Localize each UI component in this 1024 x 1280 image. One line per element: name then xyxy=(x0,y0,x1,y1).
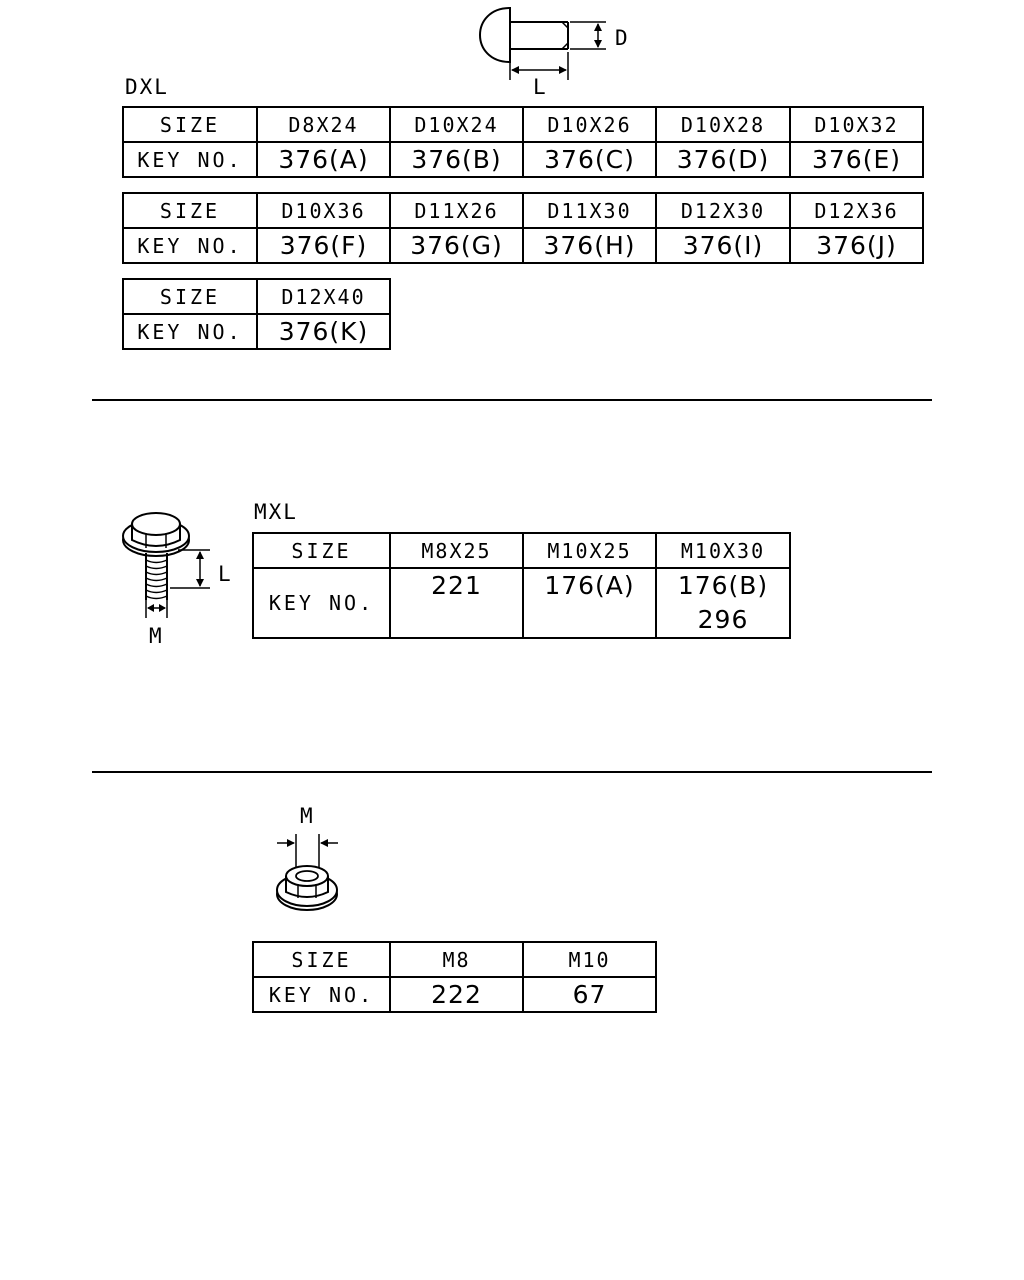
dimension-l-label: L xyxy=(533,75,548,99)
dimension-l-label: L xyxy=(218,562,233,586)
key-number-cell: 221 xyxy=(389,567,524,639)
rivet-diagram xyxy=(479,6,606,80)
key-number-cell: 376(A) xyxy=(256,141,391,178)
size-cell: D11X30 xyxy=(522,192,657,229)
key-number-cell: 376(C) xyxy=(522,141,657,178)
key-number-cell: 67 xyxy=(522,976,657,1013)
key-number-value: 176(A) xyxy=(544,571,635,600)
key-number-header: KEY NO. xyxy=(252,567,391,639)
key-number-cell: 176(B) 296 xyxy=(655,567,791,639)
key-number-cell: 376(D) xyxy=(655,141,791,178)
size-header: SIZE xyxy=(122,106,258,143)
key-number-cell: 376(G) xyxy=(389,227,524,264)
key-number-value: 296 xyxy=(697,605,749,634)
size-cell: D12X30 xyxy=(655,192,791,229)
size-cell: M10X30 xyxy=(655,532,791,569)
key-number-cell: 376(K) xyxy=(256,313,391,350)
key-number-header: KEY NO. xyxy=(122,141,258,178)
key-number-header: KEY NO. xyxy=(252,976,391,1013)
rivet-size-table-1: SIZE D8X24 D10X24 D10X26 D10X28 D10X32 K… xyxy=(122,106,924,178)
size-cell: D12X40 xyxy=(256,278,391,315)
section-divider xyxy=(92,399,932,401)
dimension-m-label: M xyxy=(300,804,315,828)
key-number-cell: 376(B) xyxy=(389,141,524,178)
key-number-cell: 222 xyxy=(389,976,524,1013)
key-number-value: 221 xyxy=(431,571,482,600)
size-cell: M8 xyxy=(389,941,524,978)
flange-bolt-diagram xyxy=(122,512,210,618)
size-cell: M8X25 xyxy=(389,532,524,569)
nut-size-table: SIZE M8 M10 KEY NO. 222 67 xyxy=(252,941,657,1013)
size-cell: M10X25 xyxy=(522,532,657,569)
size-cell: D11X26 xyxy=(389,192,524,229)
size-header: SIZE xyxy=(252,532,391,569)
key-number-header: KEY NO. xyxy=(122,227,258,264)
size-cell: D10X26 xyxy=(522,106,657,143)
size-cell: D10X24 xyxy=(389,106,524,143)
key-number-cell: 376(F) xyxy=(256,227,391,264)
bolt-section-caption: MXL xyxy=(254,500,298,524)
key-number-value: 176(B) xyxy=(677,571,769,600)
key-number-cell: 376(H) xyxy=(522,227,657,264)
key-number-cell: 376(J) xyxy=(789,227,924,264)
key-number-cell: 176(A) xyxy=(522,567,657,639)
dimension-d-label: D xyxy=(615,26,630,50)
size-cell: M10 xyxy=(522,941,657,978)
bolt-size-table: SIZE M8X25 M10X25 M10X30 KEY NO. 221 176… xyxy=(252,532,791,639)
rivet-size-table-3: SIZE D12X40 KEY NO. 376(K) xyxy=(122,278,391,350)
size-cell: D8X24 xyxy=(256,106,391,143)
rivet-section-caption: DXL xyxy=(125,75,169,99)
key-number-cell: 376(E) xyxy=(789,141,924,178)
section-divider xyxy=(92,771,932,773)
size-header: SIZE xyxy=(122,278,258,315)
key-number-cell: 376(I) xyxy=(655,227,791,264)
size-cell: D12X36 xyxy=(789,192,924,229)
dimension-m-label: M xyxy=(149,624,164,648)
size-header: SIZE xyxy=(122,192,258,229)
size-cell: D10X36 xyxy=(256,192,391,229)
size-header: SIZE xyxy=(252,941,391,978)
size-cell: D10X32 xyxy=(789,106,924,143)
rivet-size-table-2: SIZE D10X36 D11X26 D11X30 D12X30 D12X36 … xyxy=(122,192,924,264)
flange-nut-diagram xyxy=(276,834,338,911)
size-cell: D10X28 xyxy=(655,106,791,143)
key-number-header: KEY NO. xyxy=(122,313,258,350)
